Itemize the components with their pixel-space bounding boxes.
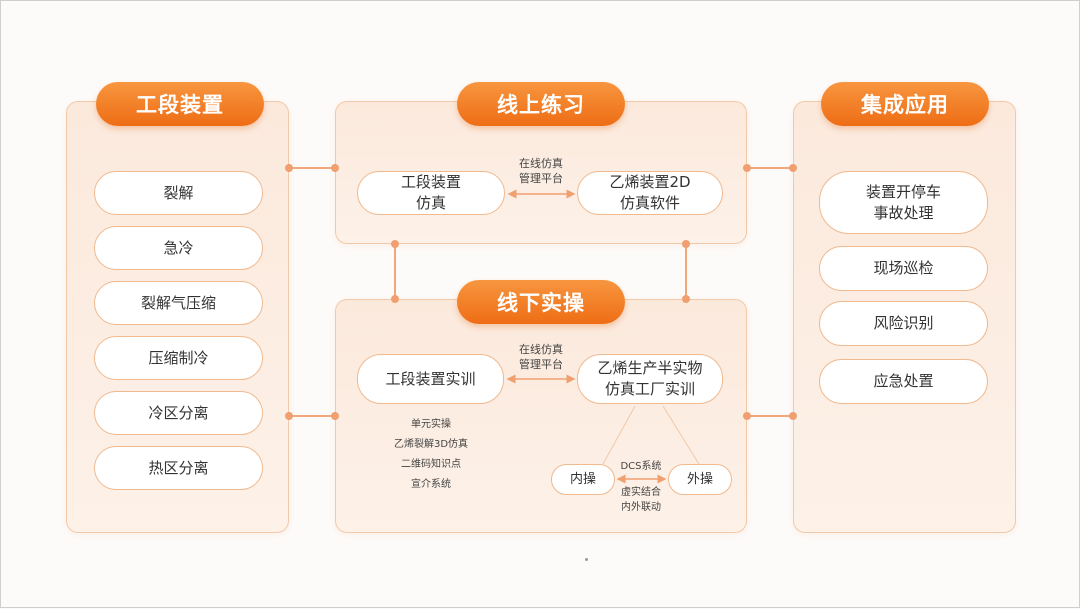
connector (747, 415, 793, 417)
node-line: 乙烯装置2D (609, 173, 691, 191)
unit-item[interactable]: 冷区分离 (94, 391, 263, 435)
connector-dot (682, 295, 690, 303)
app-item[interactable]: 现场巡检 (819, 246, 988, 291)
branch-line (662, 405, 700, 465)
label-line: 内外联动 (621, 502, 661, 513)
header-integrated-apps: 集成应用 (821, 82, 989, 126)
connector (289, 415, 335, 417)
list-item: 二维码知识点 (401, 459, 461, 470)
connector-dot (789, 412, 797, 420)
page-indicator-dot (585, 558, 588, 561)
training-list: 单元实操 乙烯裂解3D仿真 二维码知识点 宣介系统 (381, 415, 481, 495)
header-section-units: 工段装置 (96, 82, 264, 126)
unit-item[interactable]: 热区分离 (94, 446, 263, 490)
node-semi-physical-training[interactable]: 乙烯生产半实物仿真工厂实训 (577, 354, 723, 404)
connector-dot (331, 164, 339, 172)
dcs-label: DCS系统 (620, 461, 662, 472)
node-outer-operation[interactable]: 外操 (668, 464, 732, 495)
node-line: 乙烯生产半实物 (597, 359, 703, 377)
node-line: 仿真软件 (619, 194, 680, 212)
connector (747, 167, 793, 169)
node-line: 工段装置 (400, 173, 461, 191)
app-item[interactable]: 应急处置 (819, 359, 988, 404)
header-offline-practice: 线下实操 (457, 280, 625, 324)
connector-dot (391, 295, 399, 303)
label-line: 在线仿真 (519, 157, 563, 170)
connector-dot (743, 164, 751, 172)
unit-item[interactable]: 压缩制冷 (94, 336, 263, 380)
node-section-simulation[interactable]: 工段装置仿真 (357, 171, 505, 215)
node-inner-operation[interactable]: 内操 (551, 464, 615, 495)
branch-line (602, 405, 636, 465)
app-item[interactable]: 装置开停车事故处理 (819, 171, 988, 234)
connector (685, 244, 687, 299)
connector-dot (285, 412, 293, 420)
node-section-training[interactable]: 工段装置实训 (357, 354, 504, 404)
link-label: 在线仿真管理平台 (501, 342, 581, 372)
label-line: 管理平台 (519, 358, 563, 371)
connector-dot (743, 412, 751, 420)
connector-dot (285, 164, 293, 172)
header-online-practice: 线上练习 (457, 82, 625, 126)
list-item: 宣介系统 (411, 479, 451, 490)
node-line: 装置开停车 (865, 182, 941, 201)
list-item: 乙烯裂解3D仿真 (393, 439, 469, 450)
connector-dot (789, 164, 797, 172)
label-line: 管理平台 (519, 172, 563, 185)
list-item: 单元实操 (411, 419, 451, 430)
unit-item[interactable]: 急冷 (94, 226, 263, 270)
label-line: 虚实结合 (621, 487, 661, 498)
connector (289, 167, 335, 169)
connector-dot (682, 240, 690, 248)
app-item[interactable]: 风险识别 (819, 301, 988, 346)
label-line: 在线仿真 (519, 343, 563, 356)
unit-item[interactable]: 裂解 (94, 171, 263, 215)
dcs-sublabel: 虚实结合内外联动 (611, 485, 671, 515)
node-line: 事故处理 (873, 203, 934, 222)
node-line: 仿真工厂实训 (604, 380, 695, 398)
connector-dot (331, 412, 339, 420)
node-2d-software[interactable]: 乙烯装置2D 仿真软件 (577, 171, 723, 215)
unit-item[interactable]: 裂解气压缩 (94, 281, 263, 325)
node-line: 仿真 (415, 194, 446, 212)
connector (394, 244, 396, 299)
connector-dot (391, 240, 399, 248)
link-label: 在线仿真管理平台 (501, 156, 581, 186)
